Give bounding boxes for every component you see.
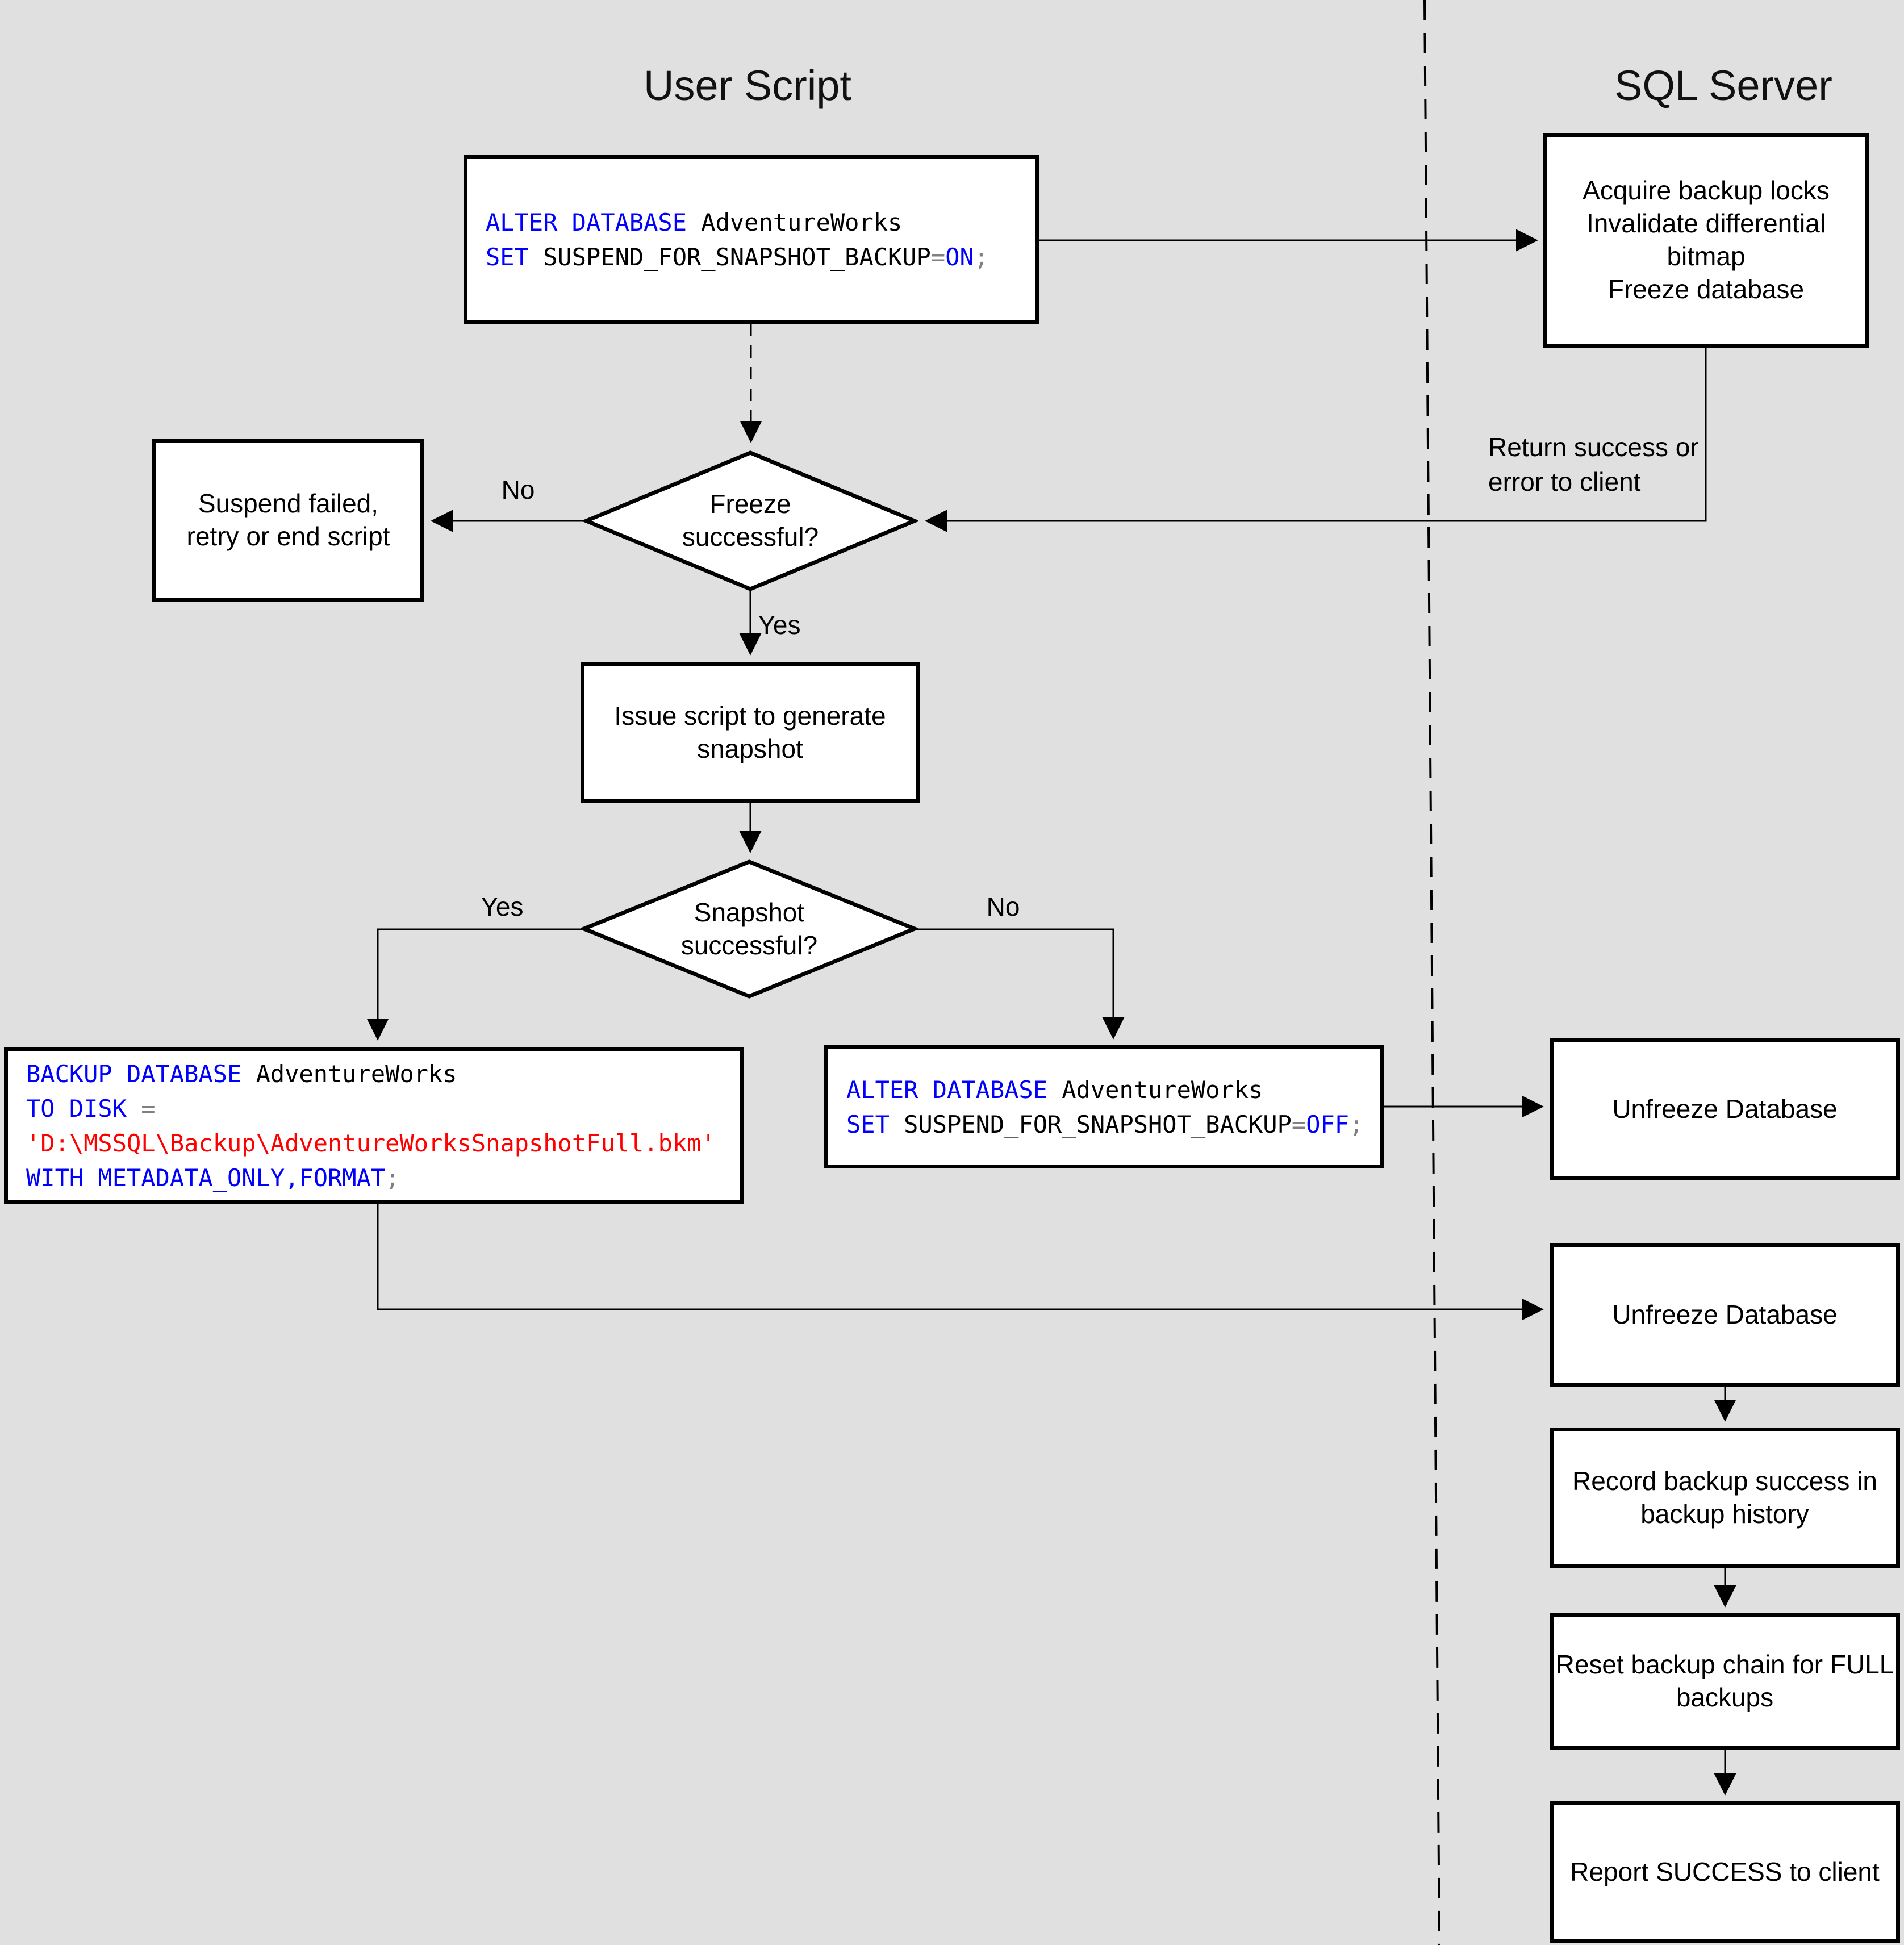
- decision-label: Snapshot successful?: [680, 897, 818, 960]
- sql-token: ;: [974, 243, 989, 271]
- issue-script-box: Issue script to generate snapshot: [581, 662, 920, 803]
- sql-code-line: WITH METADATA_ONLY,FORMAT;: [26, 1161, 740, 1195]
- snapshot-yes-label: Yes: [481, 892, 524, 921]
- backup-database-box: BACKUP DATABASE AdventureWorks TO DISK =…: [4, 1047, 744, 1204]
- sql-code-line: SET SUSPEND_FOR_SNAPSHOT_BACKUP=ON;: [486, 240, 1035, 274]
- sql-code-line: 'D:\MSSQL\Backup\AdventureWorksSnapshotF…: [26, 1126, 740, 1161]
- acquire-backup-locks-box: Acquire backup locks Invalidate differen…: [1543, 133, 1869, 348]
- sql-token: BACKUP DATABASE: [26, 1059, 256, 1088]
- sql-token: SUSPEND_FOR_SNAPSHOT_BACKUP: [543, 243, 931, 271]
- alter-off-box: ALTER DATABASE AdventureWorks SET SUSPEN…: [824, 1045, 1384, 1168]
- sql-token: AdventureWorks: [701, 208, 903, 236]
- snapshot-no-label: No: [986, 892, 1020, 921]
- sql-token: AdventureWorks: [1062, 1075, 1263, 1104]
- connector-acquire-to-freeze-decision: [925, 347, 1707, 532]
- sql-code-line: ALTER DATABASE AdventureWorks: [846, 1072, 1380, 1107]
- report-success-box: Report SUCCESS to client: [1550, 1801, 1900, 1943]
- connector-snapshot-yes-to-backup: [366, 928, 582, 1041]
- snapshot-successful-decision: Snapshot successful?: [581, 859, 918, 999]
- sql-token: ALTER DATABASE: [486, 208, 702, 236]
- unfreeze-database-box-2: Unfreeze Database: [1550, 1243, 1900, 1387]
- sql-token: OFF: [1306, 1110, 1350, 1138]
- freeze-successful-decision: Freeze successful?: [583, 450, 918, 592]
- freeze-no-label: No: [501, 475, 535, 504]
- lane-title-sql-server: SQL Server: [1614, 62, 1832, 109]
- sql-token: =: [141, 1094, 156, 1122]
- sql-token: =: [1291, 1110, 1306, 1138]
- reset-backup-chain-box: Reset backup chain for FULL backups: [1550, 1613, 1900, 1750]
- sql-code-line: SET SUSPEND_FOR_SNAPSHOT_BACKUP=OFF;: [846, 1107, 1380, 1142]
- sql-token: WITH METADATA_ONLY,FORMAT: [26, 1163, 386, 1192]
- suspend-failed-box: Suspend failed, retry or end script: [152, 439, 424, 602]
- sql-code-line: ALTER DATABASE AdventureWorks: [486, 205, 1035, 240]
- sql-token: ON: [945, 243, 974, 271]
- sql-token: ;: [385, 1163, 400, 1192]
- sql-code-line: BACKUP DATABASE AdventureWorks: [26, 1057, 740, 1091]
- lane-title-user-script: User Script: [644, 62, 851, 109]
- decision-label: Freeze successful?: [682, 489, 819, 552]
- lane-divider-dashed-line: [1423, 0, 1440, 1945]
- sql-token: ALTER DATABASE: [846, 1075, 1062, 1104]
- connector-snapshot-no-to-alter-off: [917, 928, 1125, 1040]
- sql-token: SET: [846, 1110, 904, 1138]
- diamond-shape: [583, 450, 918, 591]
- sql-token: ;: [1349, 1110, 1364, 1138]
- sql-token: AdventureWorks: [256, 1059, 457, 1088]
- connector-backup-to-unfreeze-2: [377, 1203, 1544, 1321]
- sql-token: =: [930, 243, 946, 271]
- alter-on-box: ALTER DATABASE AdventureWorks SET SUSPEN…: [464, 155, 1039, 324]
- freeze-yes-label: Yes: [758, 610, 801, 640]
- sql-token: TO DISK: [26, 1094, 141, 1122]
- record-backup-success-box: Record backup success in backup history: [1550, 1428, 1900, 1568]
- unfreeze-database-box-1: Unfreeze Database: [1550, 1038, 1900, 1180]
- sql-token: SET: [486, 243, 544, 271]
- sql-token: SUSPEND_FOR_SNAPSHOT_BACKUP: [904, 1110, 1292, 1138]
- sql-code-line: TO DISK =: [26, 1091, 740, 1126]
- return-success-note: Return success or error to client: [1488, 432, 1699, 496]
- sql-token: 'D:\MSSQL\Backup\AdventureWorksSnapshotF…: [26, 1129, 716, 1157]
- diamond-shape: [581, 859, 918, 999]
